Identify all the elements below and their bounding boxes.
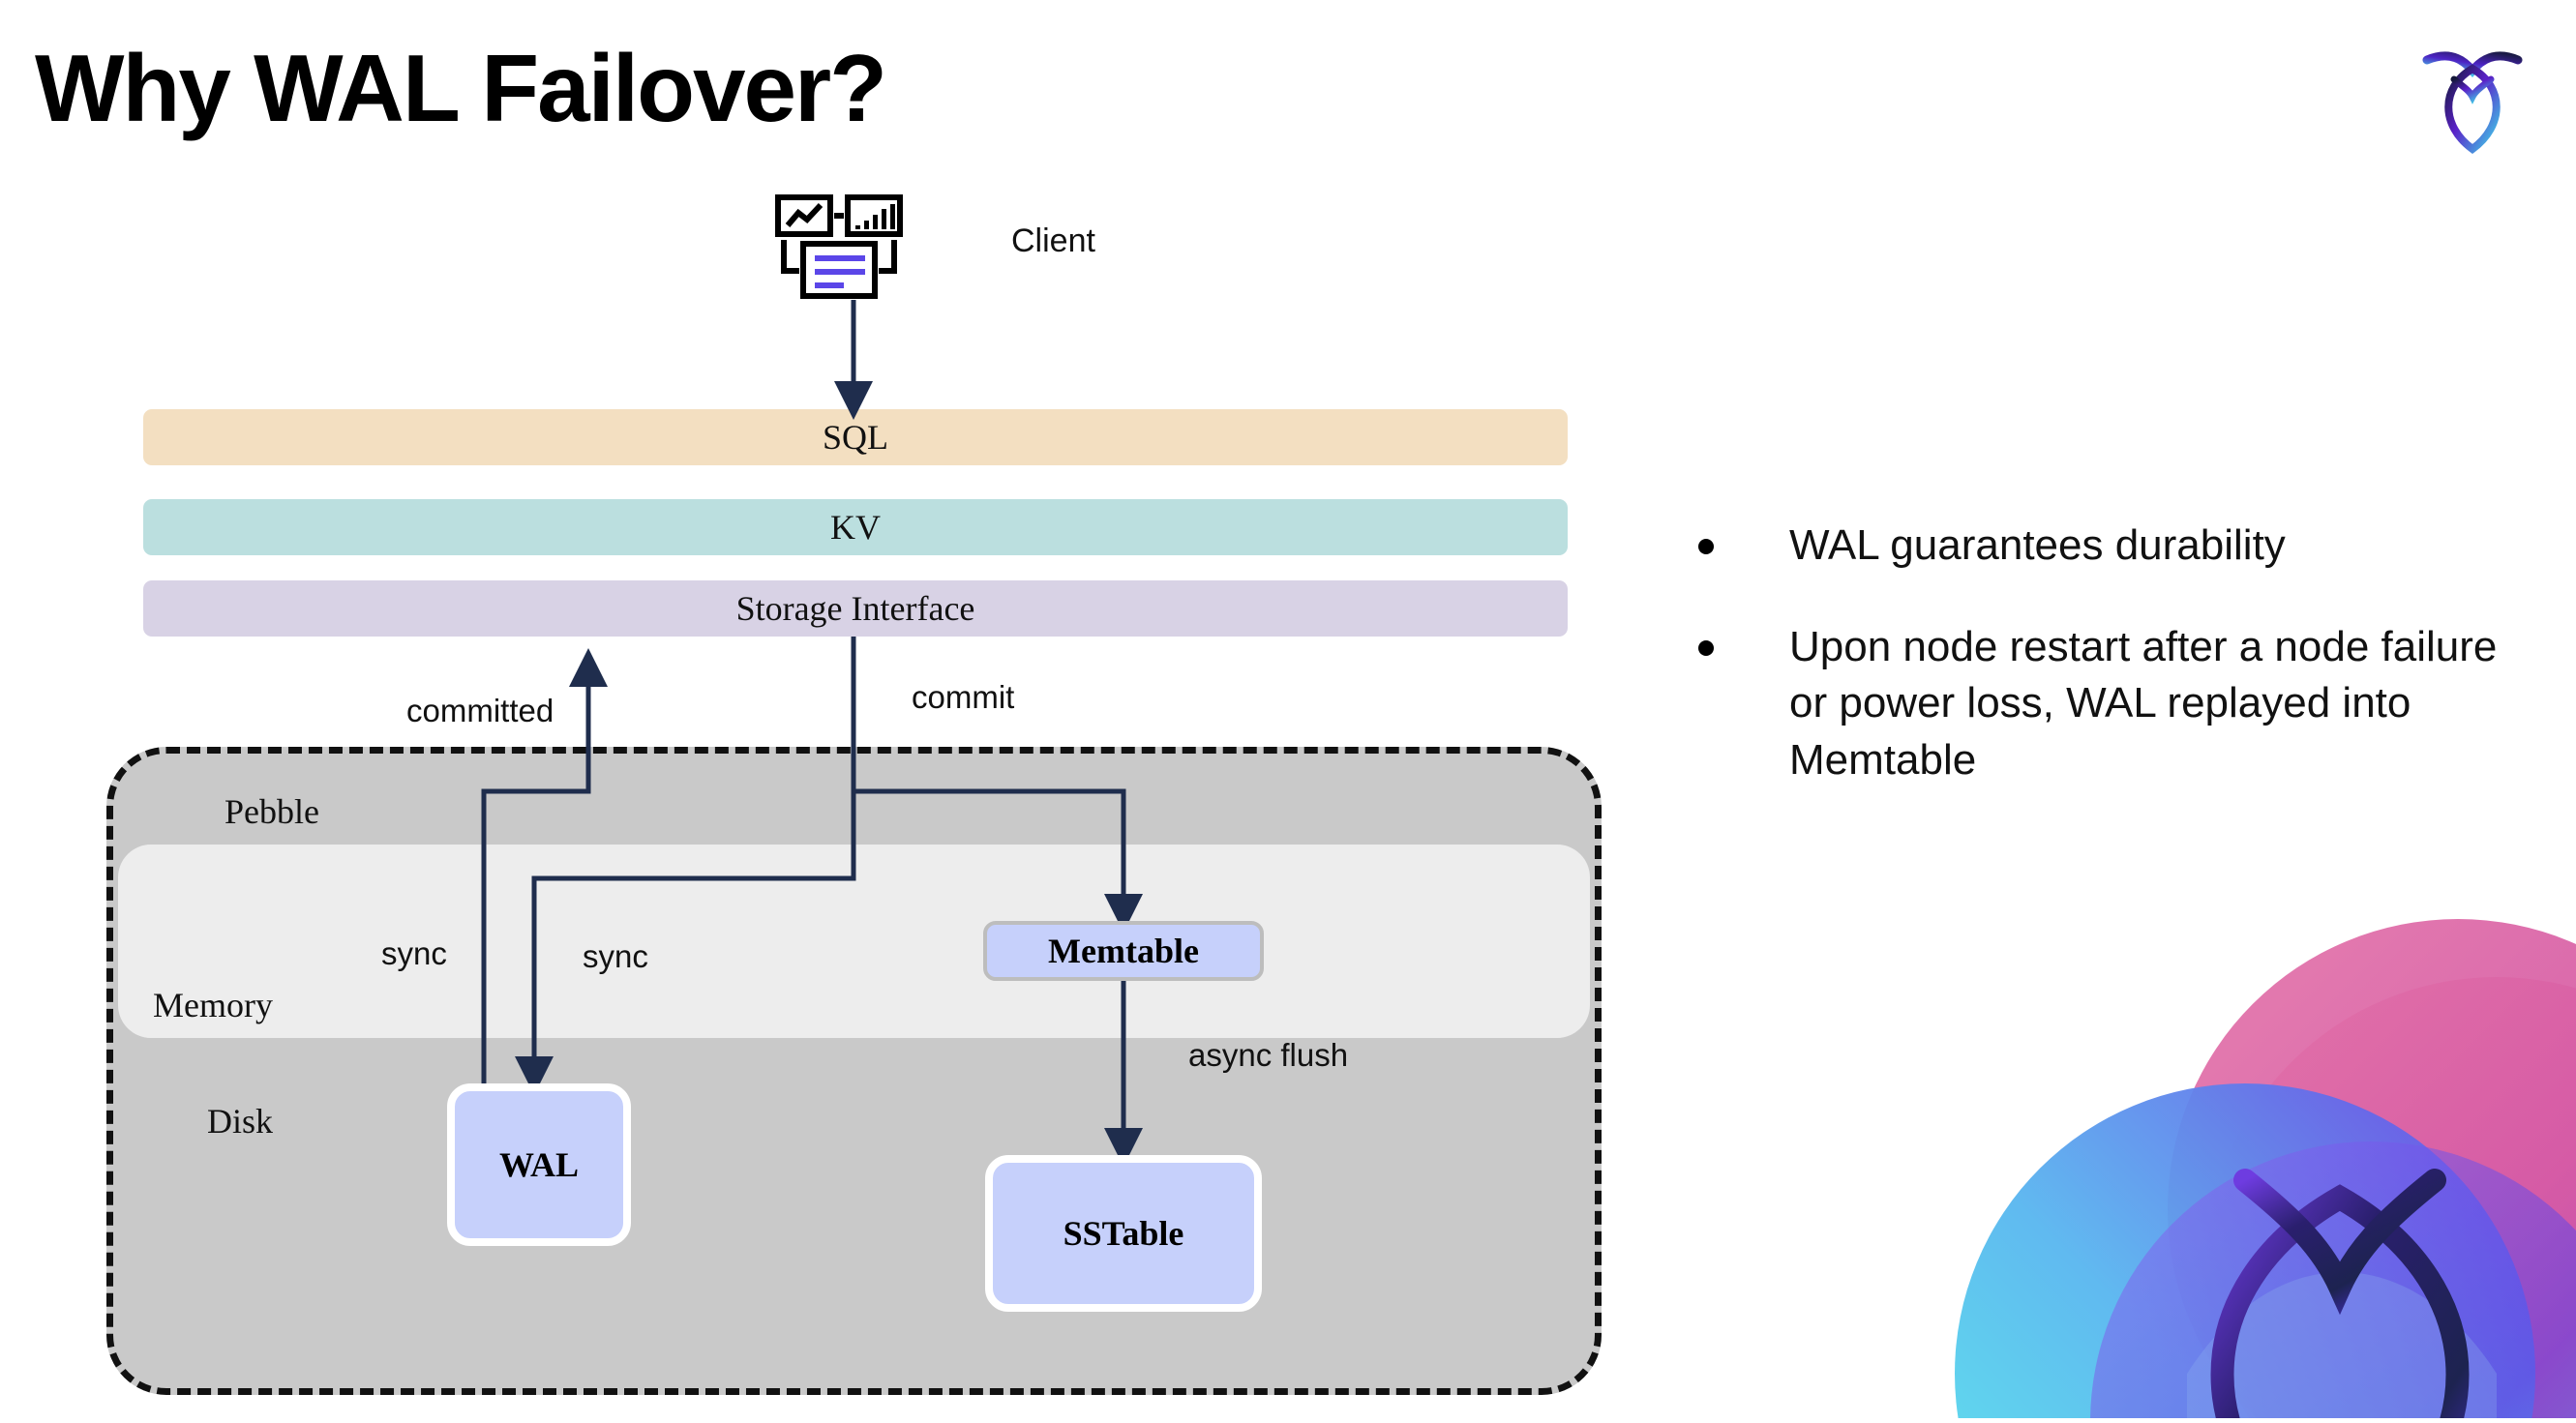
layer-label-kv: KV: [830, 508, 881, 547]
page-title: Why WAL Failover?: [35, 35, 887, 141]
edge-label-commit: commit: [912, 679, 1015, 715]
node-label-memtable: Memtable: [1048, 932, 1199, 970]
node-label-sstable: SSTable: [1063, 1214, 1184, 1253]
layer-bar-storage: Storage Interface: [143, 580, 1568, 637]
cockroachdb-logo-icon: [2411, 37, 2533, 159]
bullet-dot-icon: [1698, 539, 1714, 554]
list-item: WAL guarantees durability: [1698, 518, 2501, 575]
bullet-list: WAL guarantees durability Upon node rest…: [1698, 518, 2501, 833]
node-wal[interactable]: WAL: [447, 1083, 631, 1246]
node-memtable[interactable]: Memtable: [983, 921, 1264, 981]
list-item: Upon node restart after a node failure o…: [1698, 619, 2501, 789]
bullet-text: Upon node restart after a node failure o…: [1789, 622, 2498, 784]
edge-label-committed: committed: [406, 693, 554, 728]
bullet-dot-icon: [1698, 639, 1714, 656]
memory-label: Memory: [153, 986, 273, 1024]
edge-label-async-flush: async flush: [1188, 1037, 1349, 1073]
client-label: Client: [1011, 222, 1095, 259]
edge-label-sync-left: sync: [381, 935, 447, 971]
disk-label: Disk: [207, 1102, 274, 1141]
memory-region: [118, 845, 1590, 1038]
node-sstable[interactable]: SSTable: [985, 1155, 1262, 1312]
edge-label-sync-right: sync: [583, 938, 648, 974]
node-label-wal: WAL: [498, 1145, 580, 1184]
layer-bar-sql: SQL: [143, 409, 1568, 465]
layer-label-storage: Storage Interface: [735, 589, 975, 628]
pebble-label: Pebble: [225, 792, 319, 831]
bullet-text: WAL guarantees durability: [1789, 521, 2286, 569]
client-dashboard-icon: [774, 193, 929, 310]
decorative-corner-graphic: [1955, 919, 2576, 1418]
layer-label-sql: SQL: [822, 418, 888, 457]
layer-bar-kv: KV: [143, 499, 1568, 555]
